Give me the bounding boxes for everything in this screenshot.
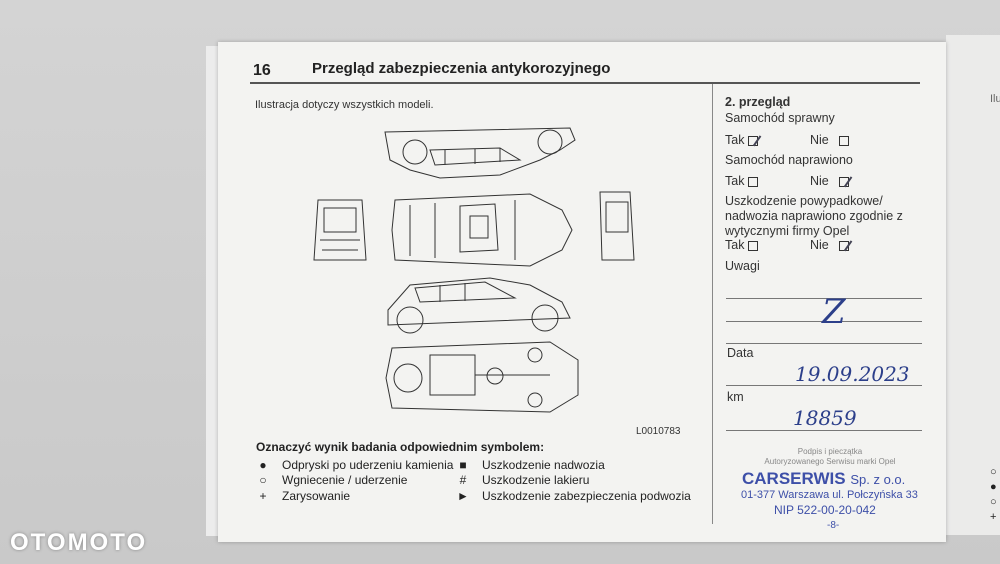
legend-item-underbody-damage: ► Uszkodzenie zabezpieczenia podwozia	[454, 489, 691, 503]
car-side-view-top	[384, 127, 576, 179]
handwritten-km: 18859	[793, 406, 857, 430]
right-page-symbol-4: +	[990, 511, 997, 523]
right-page-text: Ilu	[990, 93, 1000, 105]
checkbox-car-repaired-no[interactable]	[838, 176, 849, 187]
right-page-symbol-2: ●	[990, 481, 997, 493]
car-front-view	[313, 199, 367, 261]
handwritten-date: 19.09.2023	[795, 362, 910, 386]
inspection-heading: 2. przegląd	[725, 95, 791, 109]
remarks-line-1	[726, 298, 922, 299]
stamp-company: CARSERWIS Sp. z o.o.	[742, 469, 905, 489]
legend-label: Uszkodzenie nadwozia	[482, 458, 605, 472]
legend-item-paint-damage: # Uszkodzenie lakieru	[454, 473, 590, 487]
stamp-extra: -8-	[827, 520, 840, 531]
accident-no: Nie	[810, 238, 849, 252]
legend-item-scratch: + Zarysowanie	[254, 489, 350, 503]
triangle-right-icon: ►	[457, 489, 469, 503]
car-rear-view	[599, 191, 635, 261]
legend-item-stone-chips: ● Odpryski po uderzeniu kamienia	[254, 458, 453, 472]
stamp-company-name: CARSERWIS	[742, 469, 846, 488]
no-label: Nie	[810, 133, 829, 147]
car-ok-no: Nie	[810, 133, 849, 147]
yes-label: Tak	[725, 133, 745, 147]
car-ok-label: Samochód sprawny	[725, 111, 835, 125]
filled-circle-icon: ●	[259, 458, 267, 472]
accident-yes: Tak	[725, 238, 759, 252]
legend-label: Odpryski po uderzeniu kamienia	[282, 458, 454, 472]
stamp-address: 01-377 Warszawa ul. Połczyńska 33	[741, 489, 918, 501]
accident-repair-label: Uszkodzenie powypadkowe/ nadwozia napraw…	[725, 194, 903, 238]
checkbox-car-repaired-yes[interactable]	[748, 176, 759, 187]
remarks-line-3	[726, 343, 922, 344]
legend-item-body-damage: ■ Uszkodzenie nadwozia	[454, 458, 605, 472]
checkbox-car-ok-no[interactable]	[838, 135, 849, 146]
otomoto-watermark: OTOMOTO	[10, 529, 148, 556]
filled-square-icon: ■	[459, 458, 467, 472]
right-page-symbol-3: ○	[990, 496, 997, 508]
page-title: Przegląd zabezpieczenia antykorozyjnego	[312, 60, 611, 77]
legend-title: Oznaczyć wynik badania odpowiednim symbo…	[256, 440, 545, 454]
header-rule	[250, 82, 920, 84]
legend-item-dent: ○ Wgniecenie / uderzenie	[254, 473, 407, 487]
remarks-label: Uwagi	[725, 259, 760, 273]
page-number: 16	[253, 62, 271, 79]
no-label: Nie	[810, 174, 829, 188]
car-diagram	[313, 127, 635, 413]
page-stack-edge	[206, 46, 220, 536]
signature-caption-2: Autoryzowanego Serwisu marki Opel	[764, 457, 896, 466]
legend-label: Zarysowanie	[282, 489, 351, 503]
car-repaired-no: Nie	[810, 174, 849, 188]
column-divider	[712, 84, 714, 524]
checkbox-accident-yes[interactable]	[748, 240, 759, 251]
illustration-code: L0010783	[636, 426, 681, 437]
illustration-note: Ilustracja dotyczy wszystkich modeli.	[255, 99, 434, 111]
checkbox-car-ok-yes[interactable]	[748, 135, 759, 146]
legend-label: Uszkodzenie lakieru	[482, 473, 590, 487]
remarks-line-2	[726, 321, 922, 322]
yes-label: Tak	[725, 238, 745, 252]
stamp-company-suffix: Sp. z o.o.	[850, 472, 906, 487]
signature-caption-1: Podpis i pieczątka	[797, 447, 863, 456]
date-line	[726, 385, 922, 386]
car-top-view	[391, 193, 573, 267]
car-repaired-yes: Tak	[725, 174, 759, 188]
stamp-nip: NIP 522-00-20-042	[774, 503, 876, 517]
empty-circle-icon: ○	[259, 473, 267, 487]
no-label: Nie	[810, 238, 829, 252]
legend-label: Wgniecenie / uderzenie	[282, 473, 408, 487]
car-ok-yes: Tak	[725, 133, 759, 147]
legend-label: Uszkodzenie zabezpieczenia podwozia	[482, 489, 691, 503]
km-line	[726, 430, 922, 431]
car-side-view	[387, 277, 571, 334]
plus-icon: +	[259, 489, 267, 503]
handwritten-remark: Z	[822, 292, 846, 332]
right-page-symbol-1: ○	[990, 466, 997, 478]
booklet-page	[218, 42, 946, 542]
km-label: km	[727, 390, 744, 404]
date-label: Data	[727, 346, 754, 360]
yes-label: Tak	[725, 174, 745, 188]
car-repaired-label: Samochód naprawiono	[725, 153, 853, 167]
hash-icon: #	[459, 473, 467, 487]
checkbox-accident-no[interactable]	[838, 240, 849, 251]
car-underbody-view	[385, 341, 579, 413]
right-page: Ilu ○ ● ○ +	[946, 35, 1000, 535]
